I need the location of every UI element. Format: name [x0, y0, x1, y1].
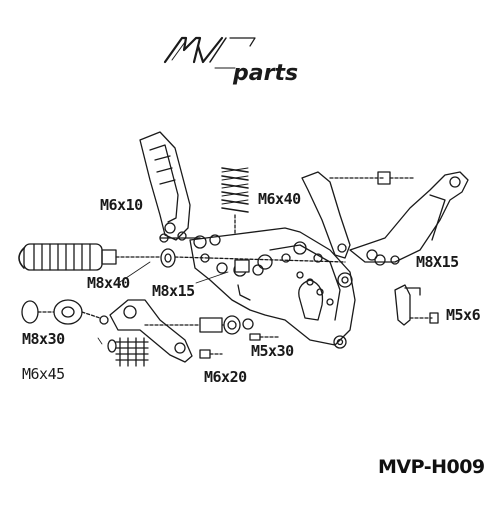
sensor-bracket — [394, 284, 439, 326]
lower-spring — [107, 337, 223, 367]
label-m5x6: M5x6 — [446, 306, 481, 324]
label-m8x30: M8x30 — [22, 330, 65, 348]
label-m8x15-lower: M8x15 — [152, 282, 195, 300]
foot-peg — [18, 243, 176, 271]
label-m6x20: M6x20 — [204, 368, 247, 386]
label-m8x15-upper: M8X15 — [416, 253, 459, 271]
svg-text:parts: parts — [232, 61, 298, 86]
label-m8x40: M8x40 — [87, 274, 130, 292]
leader-lines — [97, 261, 229, 345]
pivot-hardware — [159, 233, 400, 273]
heel-guard — [139, 131, 191, 241]
product-code: MVP-H009 — [378, 456, 485, 478]
label-m6x40: M6x40 — [258, 190, 301, 208]
label-m5x30: M5x30 — [251, 342, 294, 360]
brand-logo: parts — [163, 36, 298, 86]
spring — [221, 167, 249, 241]
brake-linkage — [21, 299, 279, 363]
label-m6x45: M6x45 — [22, 365, 65, 383]
label-m6x10: M6x10 — [100, 196, 143, 214]
